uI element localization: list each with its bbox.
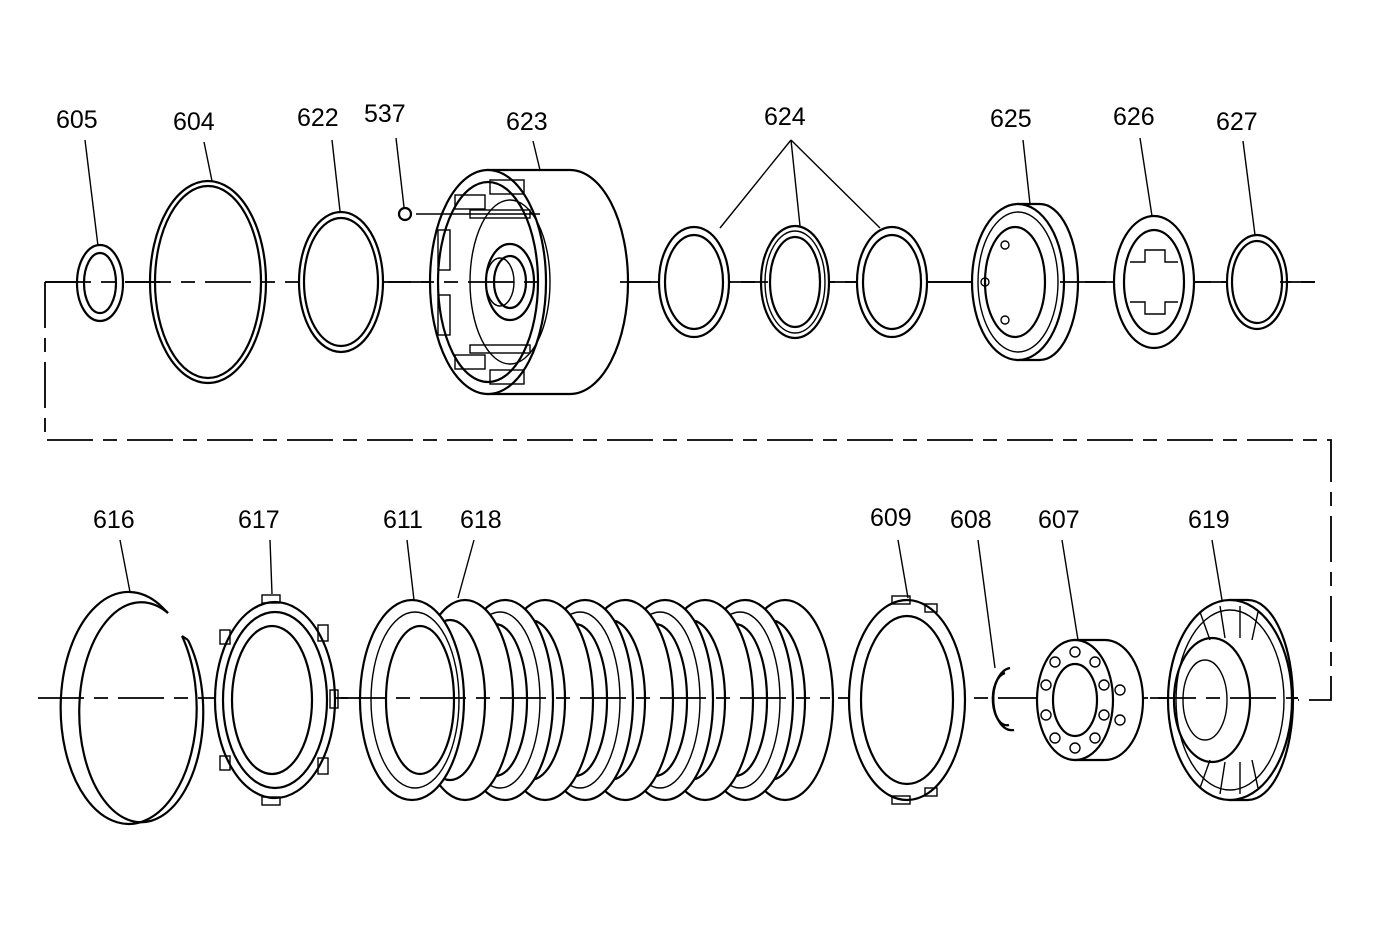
- part-627-snap-ring: [1225, 233, 1315, 331]
- label-611: 611: [383, 506, 423, 534]
- label-616: 616: [93, 506, 135, 534]
- label-607: 607: [1038, 506, 1080, 534]
- label-624: 624: [764, 103, 806, 131]
- part-624-bearing-set: [657, 224, 975, 340]
- top-leader-lines: [84, 137, 1256, 247]
- part-611-618-clutch-pack: [340, 598, 835, 802]
- part-609-apply-plate: [847, 595, 967, 805]
- part-607-spring-assembly: [1035, 638, 1145, 762]
- label-619: 619: [1188, 506, 1230, 534]
- label-609: 609: [870, 504, 912, 532]
- label-623: 623: [506, 108, 548, 136]
- part-605-snap-ring: [45, 243, 160, 323]
- part-625-gear: [970, 202, 1120, 362]
- part-604-seal-ring: [148, 179, 268, 385]
- label-618: 618: [460, 506, 502, 534]
- label-537: 537: [364, 100, 406, 128]
- label-622: 622: [297, 104, 339, 132]
- bottom-leader-lines: [119, 539, 1223, 669]
- top-labels: 605 604 622 537 623 624 625 626 627: [56, 100, 1258, 136]
- part-617-backing-plate: [213, 594, 339, 806]
- part-537-check-ball: [397, 206, 413, 222]
- label-625: 625: [990, 105, 1032, 133]
- label-627: 627: [1216, 108, 1258, 136]
- part-626-thrust-washer: [1112, 214, 1230, 350]
- bottom-labels: 616 617 611 618 609 608 607 619: [93, 504, 1230, 534]
- label-617: 617: [238, 506, 280, 534]
- part-608-snap-ring: [991, 666, 1015, 732]
- friction-plate-611: [358, 598, 466, 802]
- part-623-clutch-housing: [388, 168, 660, 396]
- part-616-snap-ring: [59, 590, 205, 826]
- label-605: 605: [56, 106, 98, 134]
- label-626: 626: [1113, 103, 1155, 131]
- label-608: 608: [950, 506, 992, 534]
- part-622-seal-ring: [297, 210, 385, 354]
- label-604: 604: [173, 108, 215, 136]
- part-619-piston: [1150, 598, 1298, 802]
